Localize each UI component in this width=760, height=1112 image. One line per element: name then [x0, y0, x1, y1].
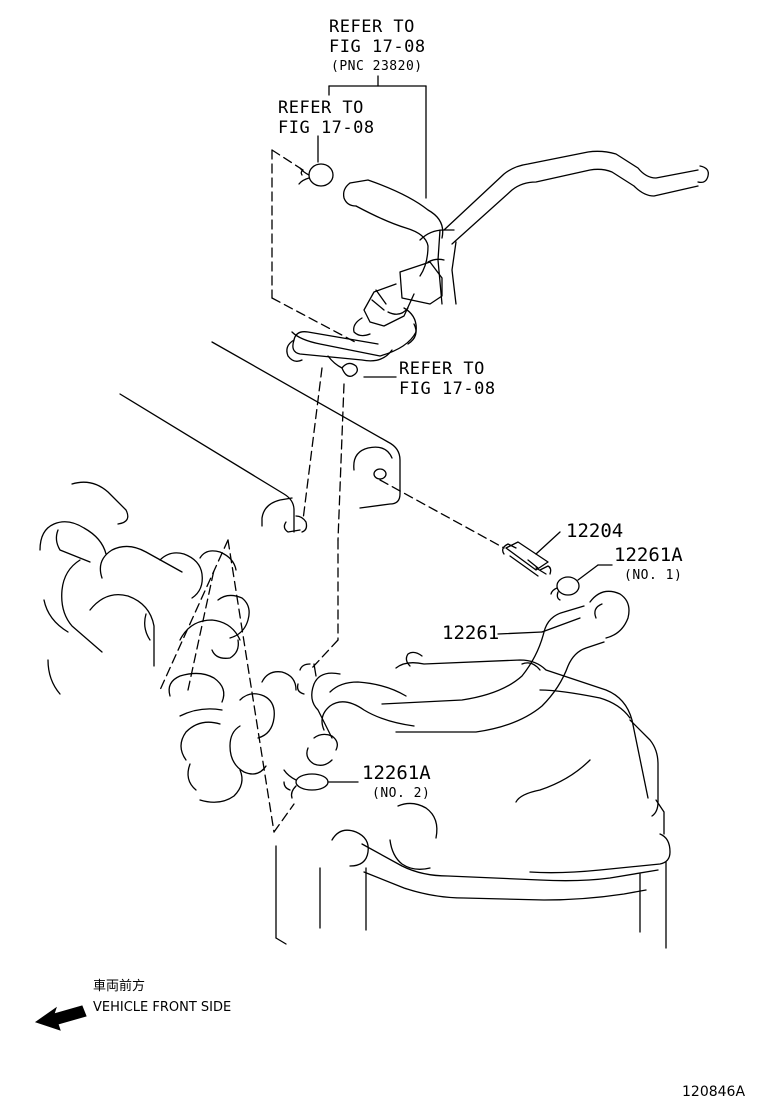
part-12261a-no2-sub: (NO. 2) [372, 786, 431, 801]
part-12261a-no1-number: 12261A [614, 544, 683, 566]
third-reference-leader [327, 355, 397, 378]
cylinder-head-cover [119, 341, 401, 533]
clip-top [298, 163, 334, 187]
dashed-lines-vertical [302, 367, 345, 669]
front-arrow-icon [34, 1005, 87, 1031]
ref-second-line2: FIG 17-08 [278, 118, 375, 138]
ref-top-line3: (PNC 23820) [331, 59, 423, 74]
hose-upper-assembly [286, 150, 709, 362]
sensor-12204 [502, 531, 561, 577]
intake-manifold [39, 481, 317, 803]
ref-third-line1: REFER TO [399, 359, 485, 379]
top-reference-leader [328, 75, 427, 199]
hose-12261 [306, 590, 630, 766]
ref-top-line1: REFER TO [329, 17, 415, 37]
part-12204-number: 12204 [566, 520, 624, 542]
clip-12261a-no1 [550, 564, 613, 601]
engine-block [275, 651, 671, 949]
ref-top-line2: FIG 17-08 [329, 37, 426, 57]
direction-japanese: 車両前方 [93, 979, 146, 994]
part-12261-number: 12261 [442, 622, 500, 644]
direction-english: VEHICLE FRONT SIDE [93, 1000, 232, 1015]
part-12261a-no2-number: 12261A [362, 762, 431, 784]
dashed-bracket-upper [271, 149, 356, 343]
part-12261a-no1-sub: (NO. 1) [624, 568, 683, 583]
clip-12261a-no2 [283, 769, 359, 799]
ref-second-line1: REFER TO [278, 98, 364, 118]
ref-third-line2: FIG 17-08 [399, 379, 496, 399]
diagram-code: 120846A [682, 1084, 746, 1100]
dashed-lines-manifold [159, 539, 295, 833]
dashed-sensor-leader [379, 479, 505, 549]
